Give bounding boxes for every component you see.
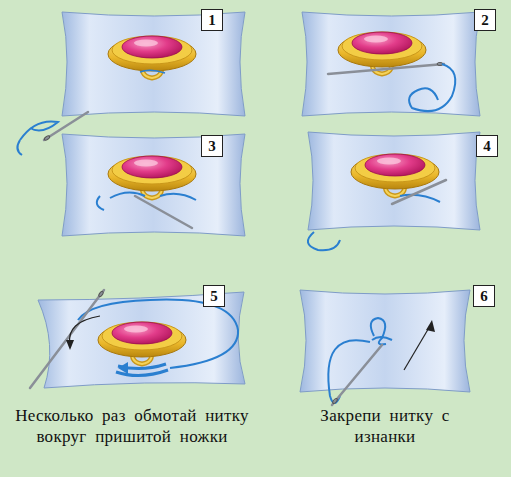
step-number-box: 2 [474,9,496,31]
step-number: 2 [481,13,489,28]
step-number-box: 4 [476,135,498,157]
step-number-box: 3 [201,135,223,157]
step-number-box: 5 [203,285,225,307]
step-number: 4 [483,139,491,154]
step-number: 1 [208,13,216,28]
step-number: 6 [480,289,488,304]
caption-text: Несколько раз обмотай нитку вокруг приши… [14,405,250,447]
step-number: 5 [210,289,218,304]
step-number: 3 [208,139,216,154]
step-number-box: 1 [201,9,223,31]
caption-text: Закрепи нитку с изнанки [290,405,480,447]
step-number-box: 6 [473,285,495,307]
